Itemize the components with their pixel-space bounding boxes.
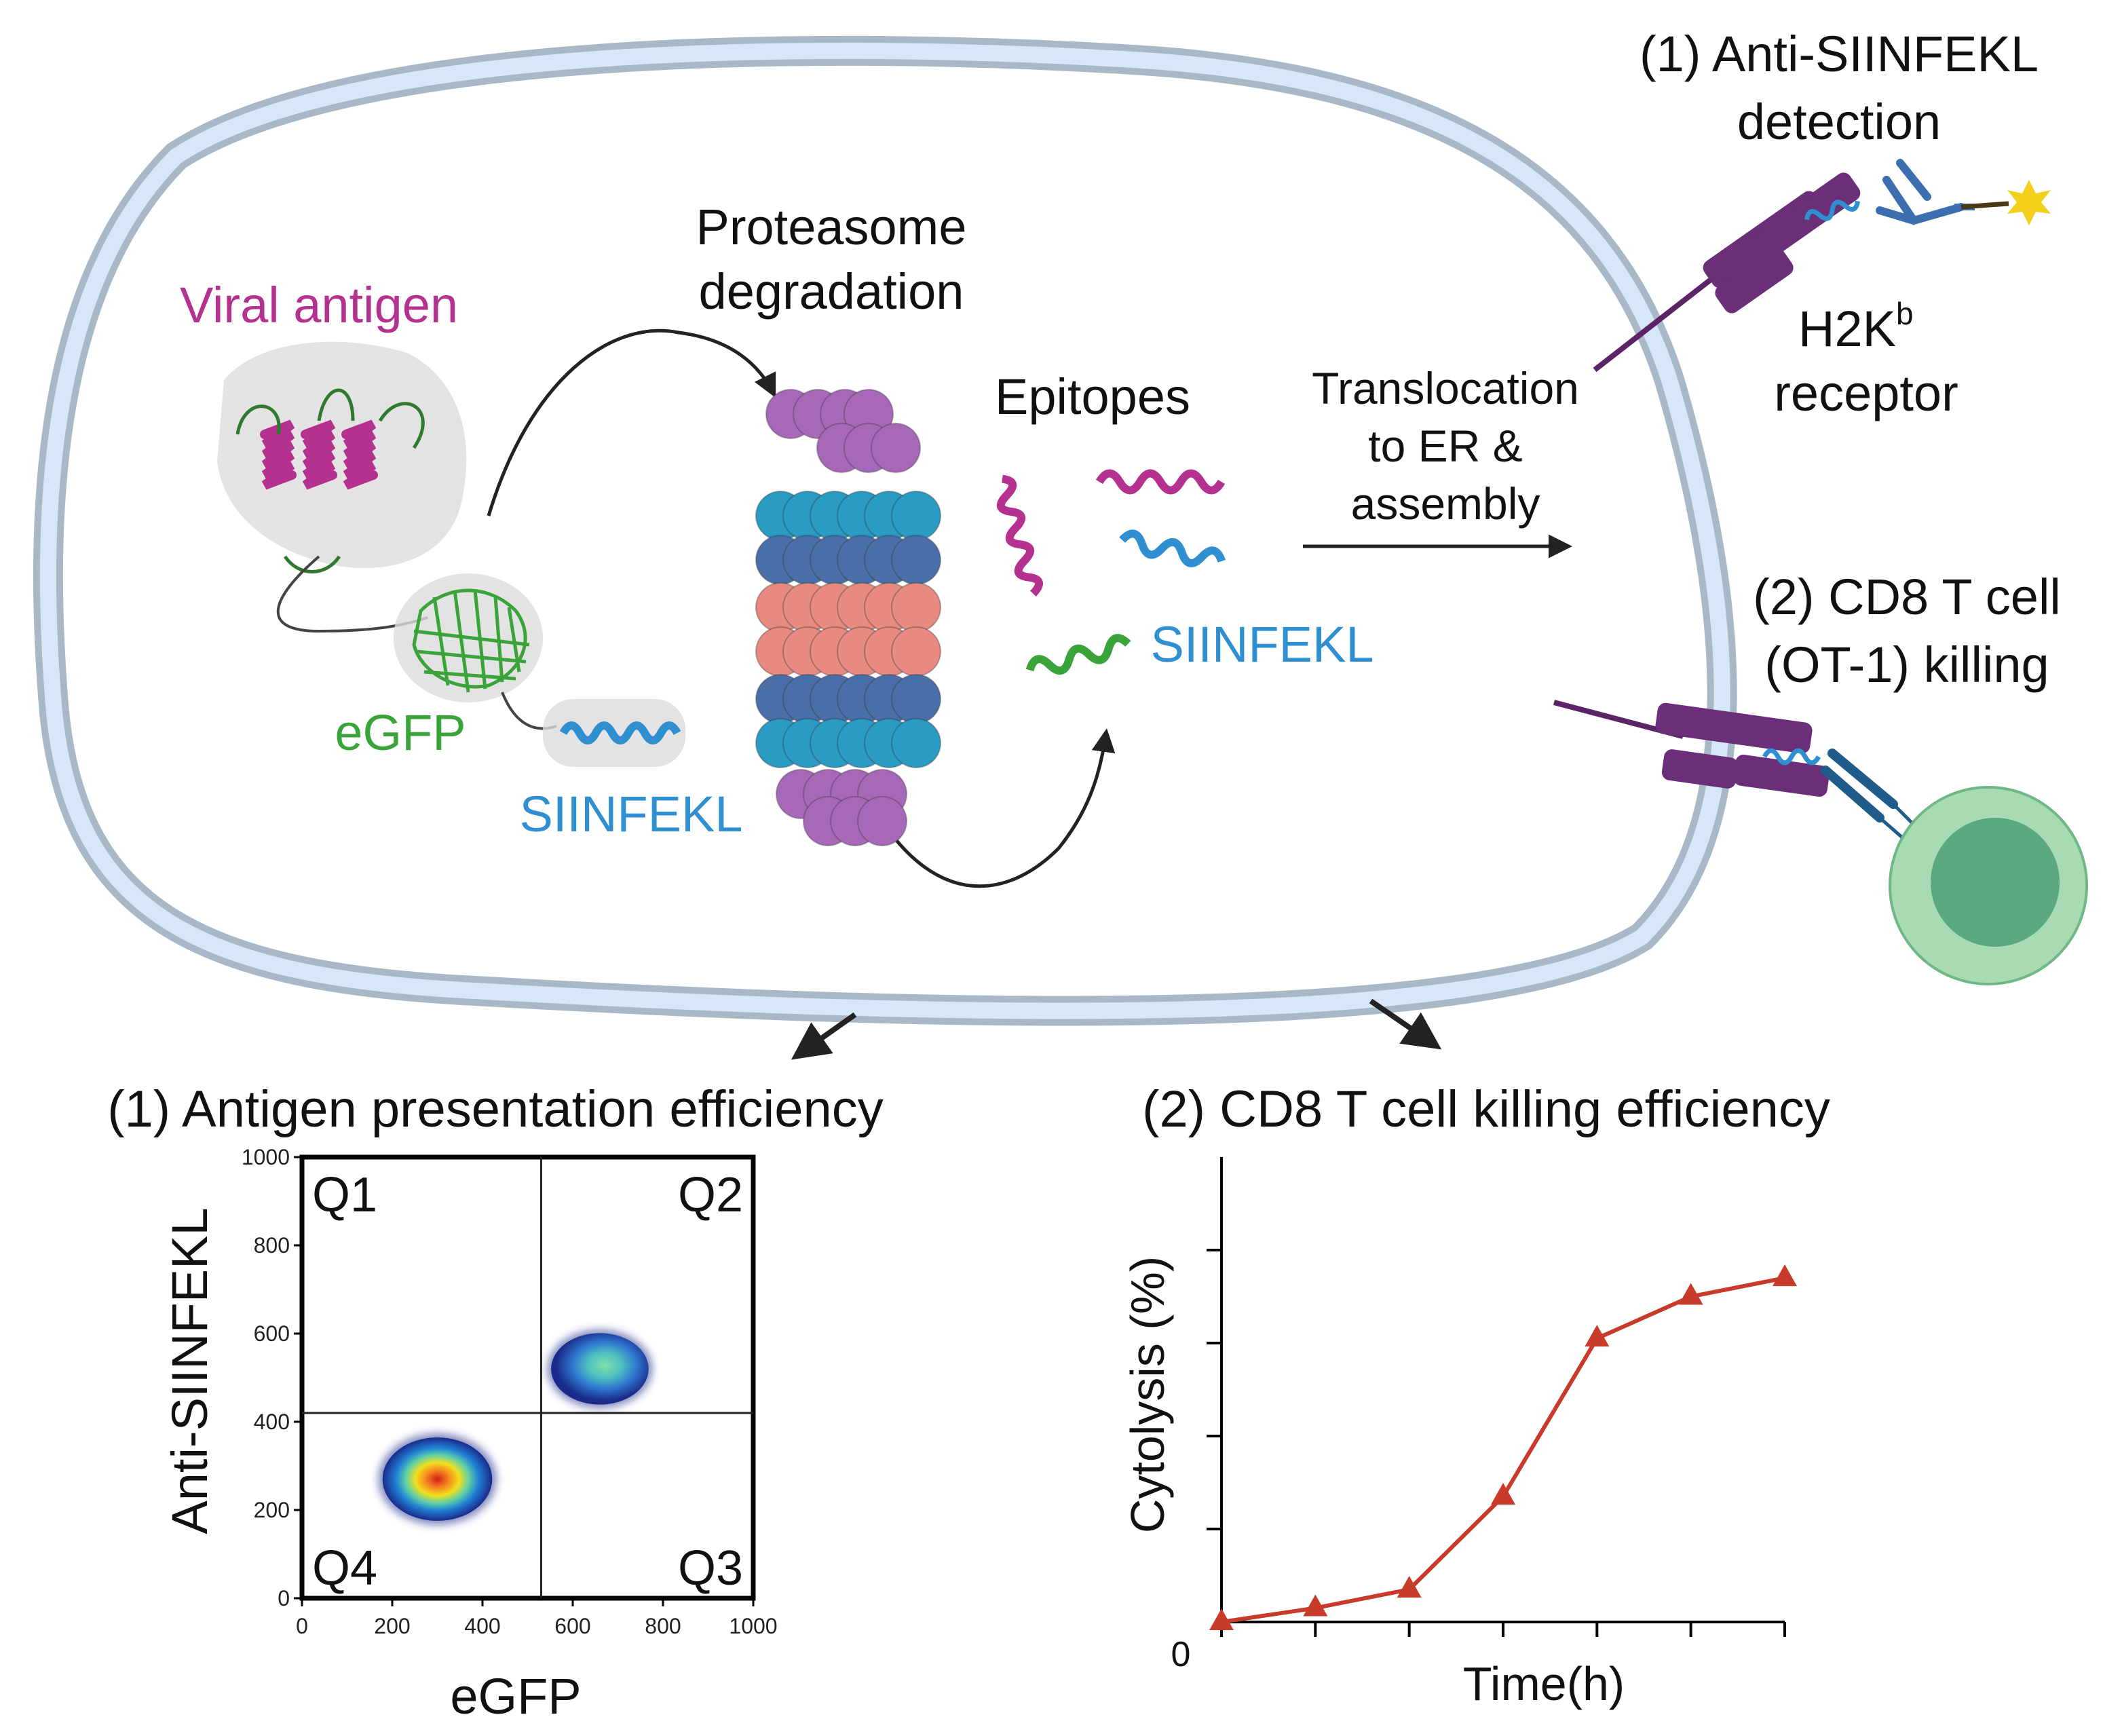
detection-label-line1: (1) Anti-SIINFEKL [1640, 26, 2039, 82]
translocation-label-line3: assembly [1351, 478, 1540, 529]
cytolysis-series-line [1221, 1276, 1785, 1624]
x-tick-label: 0 [296, 1614, 308, 1638]
kill-panel-title: (2) CD8 T cell killing efficiency [1142, 1080, 1830, 1138]
cytolysis-point [1397, 1576, 1422, 1598]
viral-antigen-protein [217, 341, 467, 573]
proteasome-subunit [891, 535, 941, 585]
proteasome-label-line2: degradation [699, 263, 964, 320]
h2kb-receptor-antibody [1593, 159, 2051, 373]
kill-ylabel: Cytolysis (%) [1121, 1256, 1174, 1533]
x-tick-label: 800 [645, 1614, 681, 1638]
cytolysis-point [1209, 1608, 1234, 1630]
egfp-protein [394, 573, 543, 702]
t-cell-nucleus [1931, 818, 2060, 947]
flow-ylabel: Anti-SIINFEKL [162, 1207, 218, 1534]
siinfekl-fusion-label: SIINFEKL [520, 786, 743, 842]
x-tick-label: 200 [374, 1614, 410, 1638]
killing-label-line2: (OT-1) killing [1764, 637, 2049, 693]
panel2-arrow [1369, 998, 1442, 1050]
cytolysis-point [1773, 1264, 1797, 1287]
translocation-label-line2: to ER & [1368, 421, 1522, 471]
degradation-arrow [487, 328, 776, 516]
viral-antigen-label: Viral antigen [180, 277, 458, 333]
population-q2 [551, 1333, 649, 1405]
quadrant-label-q4: Q4 [312, 1541, 377, 1596]
proteasome-subunit [871, 423, 921, 473]
x-tick-label: 400 [464, 1614, 500, 1638]
killing-label-line1: (2) CD8 T cell [1753, 569, 2061, 625]
siinfekl-fusion-peptide [543, 699, 685, 767]
translocation-label-line1: Translocation [1312, 363, 1579, 413]
receptor-label-base: H2K [1798, 301, 1896, 357]
proteasome-subunit [891, 582, 941, 633]
epitopes-label: Epitopes [995, 369, 1190, 425]
quadrant-label-q2: Q2 [678, 1168, 743, 1222]
x-tick-label: 600 [554, 1614, 590, 1638]
proteasome-label-line1: Proteasome [696, 199, 967, 255]
y-tick-label: 800 [254, 1233, 290, 1258]
y-tick-label: 600 [254, 1321, 290, 1346]
killing-line-chart: 0 [1171, 1157, 1797, 1674]
origin-label: 0 [1171, 1635, 1191, 1674]
receptor-label-line2: receptor [1774, 365, 1958, 421]
quadrant-label-q1: Q1 [312, 1168, 377, 1222]
flow-plot-frame [299, 1154, 756, 1601]
proteasome-subunit [891, 626, 941, 677]
detection-label-line2: detection [1737, 94, 1941, 150]
proteasome-subunit [857, 796, 907, 846]
flow-panel-title: (1) Antigen presentation efficiency [107, 1080, 884, 1138]
kill-xlabel: Time(h) [1463, 1657, 1625, 1710]
epitope-peptides [996, 469, 1226, 675]
y-tick-label: 400 [254, 1410, 290, 1434]
siinfekl-epitope-label: SIINFEKL [1151, 616, 1374, 673]
cell-membrane [33, 35, 1737, 1026]
y-tick-label: 0 [278, 1586, 290, 1610]
receptor-label-superscript: b [1896, 296, 1914, 331]
proteasome-subunit [891, 718, 941, 768]
y-tick-label: 1000 [242, 1145, 290, 1169]
y-tick-label: 200 [254, 1498, 290, 1522]
receptor-label-line1: H2Kb [1798, 296, 1914, 357]
quadrant-label-q3: Q3 [678, 1541, 743, 1596]
population-q4 [382, 1437, 493, 1521]
cytolysis-point [1678, 1283, 1703, 1305]
epitope-arrow [880, 728, 1116, 888]
proteasome-subunit [891, 491, 941, 541]
cytolysis-point [1491, 1483, 1515, 1505]
cd8-t-cell-interaction [1553, 700, 2088, 985]
flow-xlabel: eGFP [450, 1668, 581, 1724]
cytolysis-point [1303, 1594, 1328, 1617]
panel1-arrow [791, 1012, 857, 1060]
fluorophore-star-icon [2007, 180, 2051, 225]
proteasome [755, 389, 941, 846]
cytolysis-point [1585, 1325, 1610, 1347]
egfp-label: eGFP [335, 704, 466, 761]
proteasome-subunit [891, 674, 941, 724]
x-tick-label: 1000 [729, 1614, 777, 1638]
